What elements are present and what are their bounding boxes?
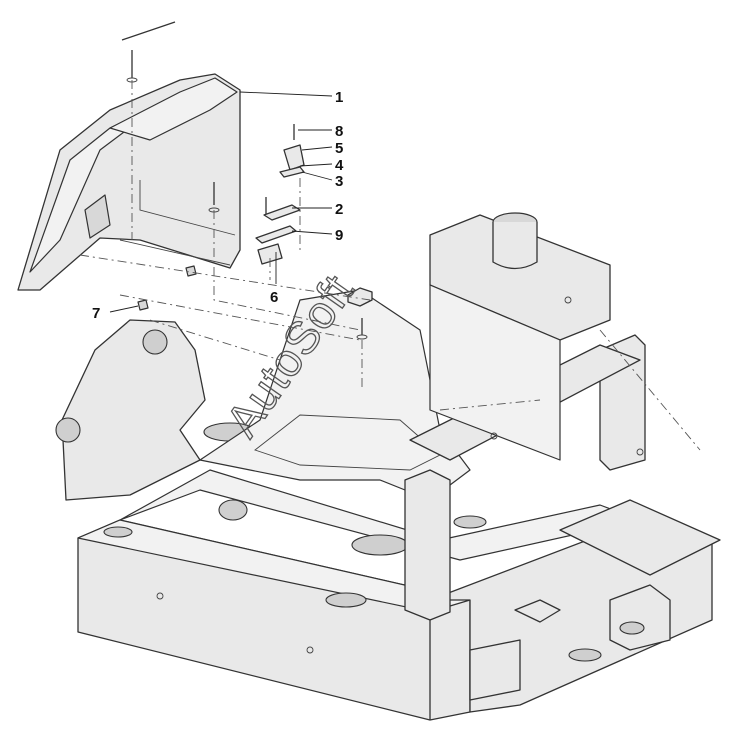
fender-cover	[17, 73, 241, 291]
callout-labels: 1 8 5 4 3 2 9 6 7	[92, 89, 344, 322]
callout-4: 4	[335, 157, 344, 174]
callout-2: 2	[335, 201, 343, 218]
assembly-lines	[79, 80, 701, 451]
machine-frame	[55, 212, 721, 721]
callout-5: 5	[335, 140, 343, 157]
callout-3: 3	[335, 173, 343, 190]
callout-7: 7	[92, 305, 100, 322]
callout-9: 9	[335, 227, 343, 244]
callout-leaders	[109, 91, 333, 313]
callout-1: 1	[335, 89, 343, 106]
callout-6: 6	[270, 289, 278, 306]
callout-8: 8	[335, 123, 343, 140]
